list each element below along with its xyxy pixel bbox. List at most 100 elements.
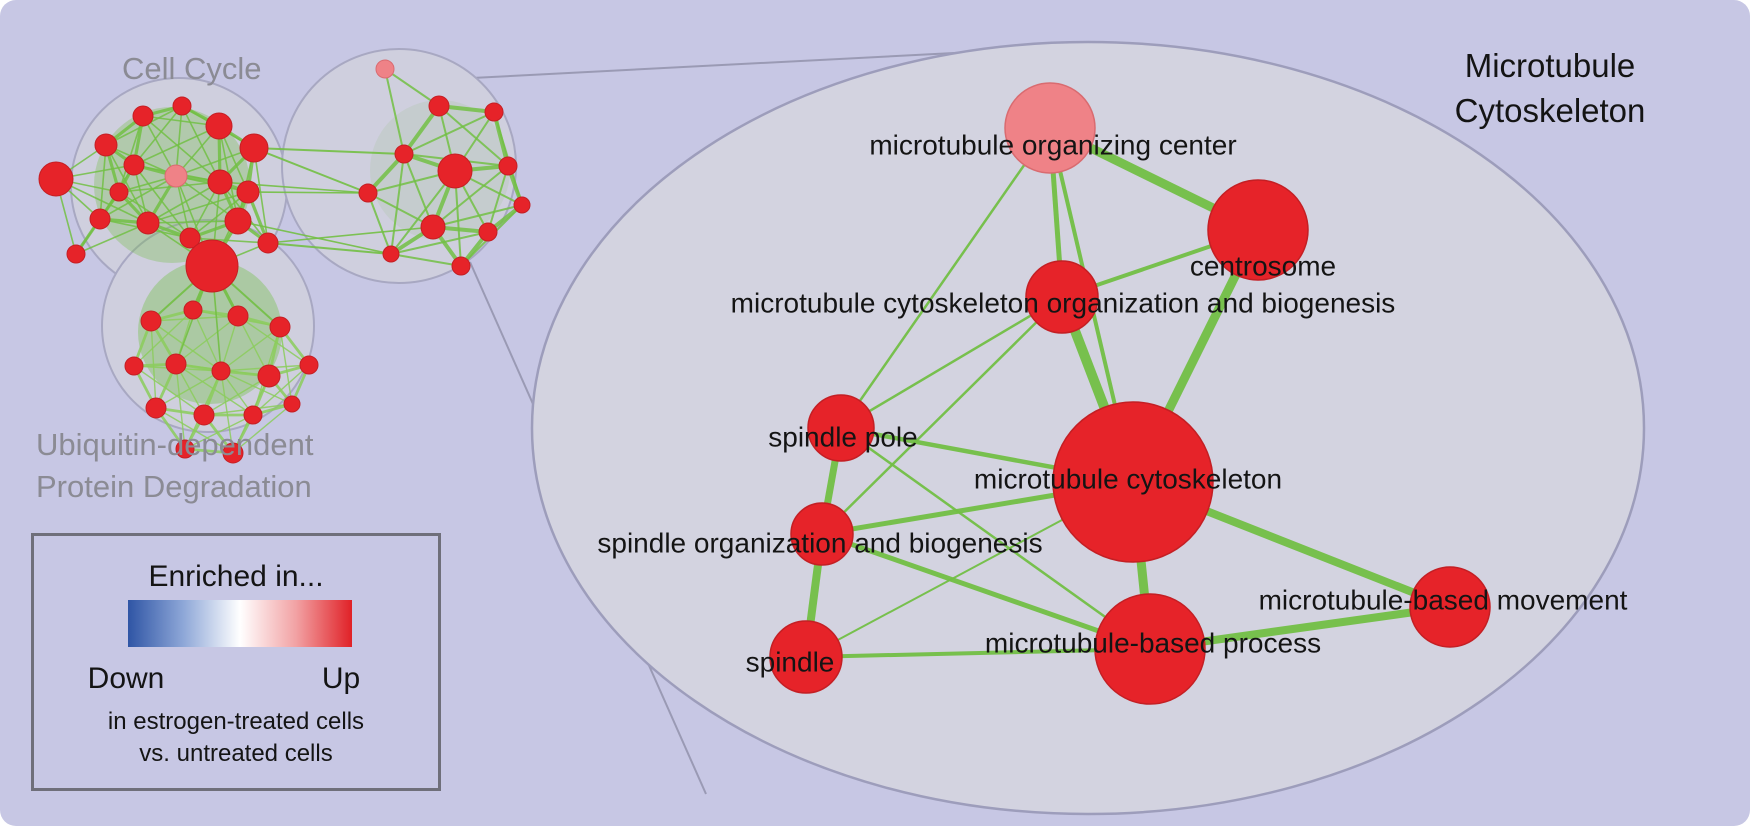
overview-node[interactable] bbox=[205, 112, 233, 140]
legend-caption-line1: in estrogen-treated cells bbox=[107, 708, 365, 735]
bridge-edge bbox=[237, 220, 392, 255]
bridge-edge bbox=[253, 147, 369, 194]
zoom-edge-spindle_pole-mbp bbox=[840, 426, 1151, 651]
node-sob[interactable] bbox=[790, 502, 854, 566]
overview-node[interactable] bbox=[172, 96, 192, 116]
overview-edge bbox=[181, 105, 221, 183]
overview-edge bbox=[367, 192, 392, 255]
overview-edge bbox=[150, 320, 222, 372]
node-centrosome[interactable] bbox=[1207, 179, 1309, 281]
overview-node[interactable] bbox=[38, 161, 74, 197]
overview-node[interactable] bbox=[478, 222, 498, 242]
overview-edge bbox=[384, 68, 405, 155]
node-mbp[interactable] bbox=[1094, 593, 1206, 705]
overview-node[interactable] bbox=[299, 355, 319, 375]
overview-node[interactable] bbox=[185, 239, 239, 293]
overview-node[interactable] bbox=[211, 361, 231, 381]
overview-edge bbox=[133, 125, 220, 166]
overview-node[interactable] bbox=[236, 180, 260, 204]
overview-edge bbox=[220, 326, 281, 372]
node-mcob[interactable] bbox=[1025, 260, 1099, 334]
overview-edge bbox=[432, 204, 523, 228]
overview-node[interactable] bbox=[451, 256, 471, 276]
bridge-edge bbox=[253, 147, 405, 155]
overview-node[interactable] bbox=[283, 395, 301, 413]
overview-edge bbox=[175, 315, 239, 365]
overview-edge bbox=[432, 165, 509, 228]
overview-node[interactable] bbox=[179, 227, 201, 249]
node-spindle[interactable] bbox=[769, 620, 843, 694]
overview-node[interactable] bbox=[140, 310, 162, 332]
overview-node[interactable] bbox=[164, 164, 188, 188]
cluster-label-ubiquitin-line1: Ubiquitin-dependent bbox=[36, 427, 314, 462]
overview-node[interactable] bbox=[428, 95, 450, 117]
node-mc[interactable] bbox=[1052, 401, 1214, 563]
node-label-spindle_pole: spindle pole bbox=[768, 422, 917, 453]
overview-node[interactable] bbox=[437, 153, 473, 189]
overview-node[interactable] bbox=[123, 154, 145, 176]
legend-title: Enriched in... bbox=[148, 560, 324, 593]
overview-node[interactable] bbox=[175, 439, 195, 459]
overview-edge bbox=[203, 375, 270, 416]
overview-node[interactable] bbox=[183, 300, 203, 320]
overview-node[interactable] bbox=[132, 105, 154, 127]
overview-edge bbox=[220, 370, 293, 405]
overview-node[interactable] bbox=[193, 404, 215, 426]
overview-node[interactable] bbox=[89, 208, 111, 230]
overview-edge bbox=[118, 115, 144, 193]
overview-edge bbox=[189, 191, 249, 239]
overview-edge bbox=[175, 363, 186, 450]
overview-edge bbox=[403, 111, 495, 155]
overview-node[interactable] bbox=[513, 196, 531, 214]
overview-edge bbox=[147, 220, 239, 224]
overview-node[interactable] bbox=[420, 214, 446, 240]
overview-node[interactable] bbox=[498, 156, 518, 176]
overview-node[interactable] bbox=[145, 397, 167, 419]
overview-edge bbox=[403, 153, 434, 228]
overview-edge bbox=[133, 309, 194, 367]
overview-node[interactable] bbox=[222, 442, 244, 464]
node-label-mcob: microtubule cytoskeleton organization an… bbox=[731, 288, 1396, 319]
overview-node[interactable] bbox=[66, 244, 86, 264]
zoom-edge-moc-spindle_pole bbox=[839, 127, 1052, 429]
cluster-label-cell-cycle: Cell Cycle bbox=[122, 51, 262, 86]
node-mbm[interactable] bbox=[1409, 566, 1491, 648]
overview-edge bbox=[390, 153, 405, 255]
overview-node[interactable] bbox=[382, 245, 400, 263]
overview-node[interactable] bbox=[257, 232, 279, 254]
overview-node[interactable] bbox=[375, 59, 395, 79]
overview-node[interactable] bbox=[136, 211, 160, 235]
overview-edge bbox=[184, 414, 254, 450]
zoom-cluster-title: Microtubule Cytoskeleton bbox=[1416, 44, 1684, 133]
overview-edge bbox=[155, 370, 222, 409]
overview-node[interactable] bbox=[109, 182, 129, 202]
overview-node[interactable] bbox=[394, 144, 414, 164]
overview-edge bbox=[390, 231, 489, 255]
node-moc[interactable] bbox=[1004, 82, 1096, 174]
node-label-mbm: microtubule-based movement bbox=[1259, 585, 1628, 616]
overview-node[interactable] bbox=[94, 133, 118, 157]
node-label-centrosome: centrosome bbox=[1190, 251, 1336, 282]
node-spindle_pole[interactable] bbox=[807, 394, 875, 462]
overview-node[interactable] bbox=[358, 183, 378, 203]
bridge-edge bbox=[267, 226, 434, 244]
overview-node[interactable] bbox=[239, 133, 269, 163]
overview-edge bbox=[232, 403, 293, 454]
overview-edge bbox=[279, 326, 293, 405]
overview-edge bbox=[105, 144, 149, 224]
overview-node[interactable] bbox=[224, 207, 252, 235]
overview-node[interactable] bbox=[207, 169, 233, 195]
overview-node[interactable] bbox=[243, 405, 263, 425]
zoom-cluster-title-line1: Microtubule bbox=[1464, 47, 1636, 84]
overview-node[interactable] bbox=[269, 316, 291, 338]
node-label-moc: microtubule organizing center bbox=[869, 130, 1236, 161]
overview-node[interactable] bbox=[124, 356, 144, 376]
overview-node[interactable] bbox=[165, 353, 187, 375]
zoom-edge-sob-mbp bbox=[821, 531, 1151, 652]
overview-edge bbox=[99, 175, 177, 220]
overview-node[interactable] bbox=[257, 364, 281, 388]
overview-node[interactable] bbox=[484, 102, 504, 122]
overview-node[interactable] bbox=[227, 305, 249, 327]
overview-edge bbox=[99, 144, 107, 220]
